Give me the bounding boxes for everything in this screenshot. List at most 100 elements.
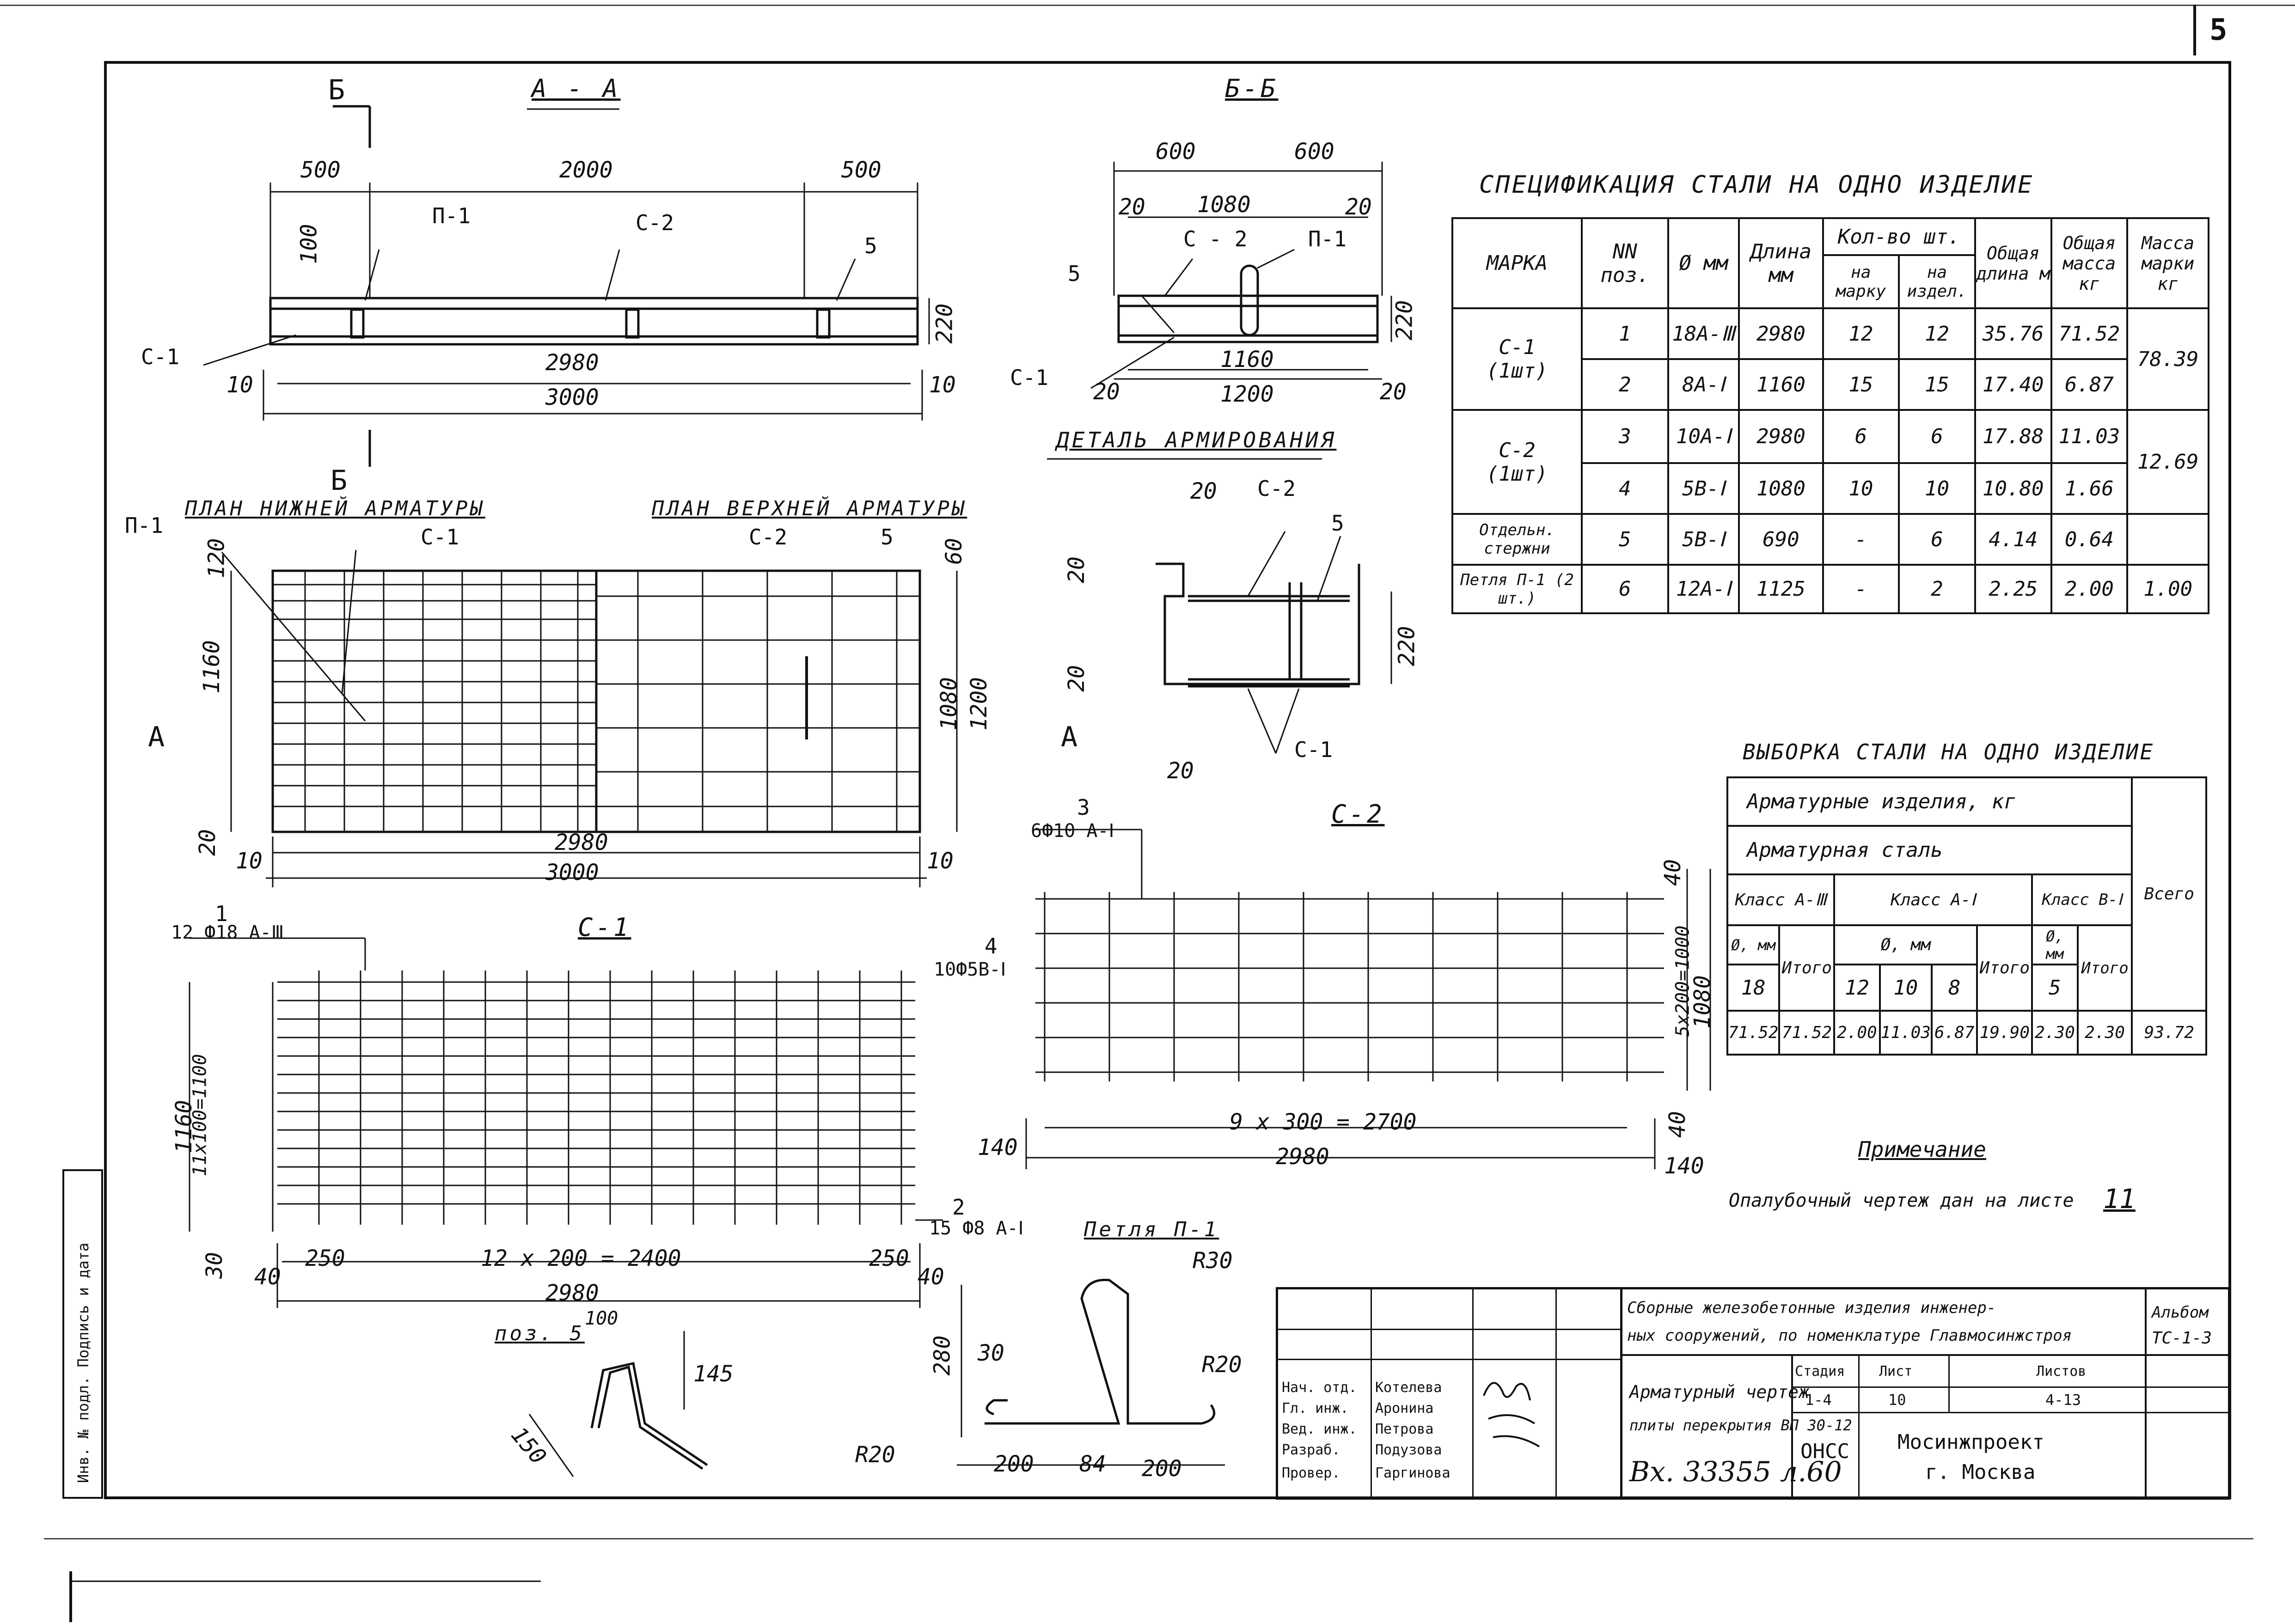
aa-label-5: 5 [864,233,877,258]
spec-h-total-len: Общая длина м [1974,217,2052,309]
spec-h-mark: МАРКА [1451,217,1583,309]
spec-cell: 1125 [1738,564,1824,614]
spec-mark-separate: Отдельн. стержни [1451,513,1583,566]
spec-h-total-mass: Общая масса кг [2050,217,2129,309]
spec-cell: 2980 [1738,307,1824,360]
bb-dim-bottom-inner: 1160 [1220,347,1274,372]
sel-cls3: Класс А-Ⅲ [1726,873,1836,926]
bb-dim-half-left: 600 [1156,139,1196,165]
sel-dia: 5 [2031,964,2079,1012]
detail-dim-height: 220 [1394,626,1420,666]
spec-cell: 690 [1738,513,1824,566]
sel-d3: Ø, мм [1726,924,1781,965]
stamp-grid-col [1555,1289,1557,1497]
spec-h-mark-mass: Масса марки кг [2126,217,2209,309]
stamp-org: ОНСС [1800,1440,1849,1463]
c1-dim-mid: 12 х 200 = 2400 [481,1245,681,1271]
plan-dim-bottom: 20 [194,829,220,856]
sel-itogo-1: Итого [1976,924,2033,1012]
loop-dim-mid: 84 [1079,1451,1106,1477]
detail-label-5: 5 [1331,511,1344,536]
sel-db: Ø, мм [2031,924,2079,965]
sel-value: 71.52 [1726,1010,1781,1056]
spec-cell: 4 [1580,462,1669,515]
stamp-stage: 1-4 [1805,1391,1832,1409]
c2-dim-height: 1080 [1689,975,1715,1029]
spec-mark-c2: С-2(1шт) [1451,409,1583,515]
bb-label-5: 5 [1068,261,1081,286]
stamp-col [2145,1289,2147,1497]
stamp-line [1791,1412,2228,1413]
detail-label-c1: С-1 [1294,737,1333,762]
detail-dim-left-bottom: 20 [1063,665,1089,692]
c2-title: С-2 [1331,800,1385,829]
spec-mark-c1: С-1(1шт) [1451,307,1583,411]
stamp-role: Разраб. [1282,1442,1340,1458]
bb-label-p1: П-1 [1308,226,1347,251]
plan-dim-inner: 2980 [555,830,608,855]
plan-top-title: ПЛАН ВЕРХНЕЙ АРМАТУРЫ [652,497,967,520]
c1-dim-total: 2980 [545,1280,599,1306]
loop-dim-r-left: R20 [855,1442,895,1468]
spec-mark-loop: Петля П-1 (2 шт.) [1451,564,1583,614]
stamp-title-1: Сборные железобетонные изделия инженер- [1627,1299,1996,1317]
aa-dim-inner: 2980 [545,350,599,376]
stamp-name: Гаргинова [1375,1465,1450,1481]
stamp-line [1620,1354,2228,1356]
cut-mark-a-right: А [1061,721,1078,753]
sel-dia: 12 [1833,964,1881,1012]
spec-cell: 1080 [1738,462,1824,515]
loop-dim-radius: R30 [1193,1248,1233,1274]
bb-dim-half-right: 600 [1294,139,1334,165]
bb-dim-inner: 1080 [1197,192,1251,218]
bb-label-c2: С - 2 [1183,226,1248,251]
spec-h-qty-item: на издел. [1898,254,1976,309]
spec-cell: 1.66 [2050,462,2129,515]
stamp-role: Гл. инж. [1282,1400,1349,1416]
c1-pos2-spec: 15 Ф8 А-Ⅰ [929,1218,1024,1239]
spec-cell: 15 [1898,358,1976,411]
stamp-role: Провер. [1282,1465,1340,1481]
loop-dim-left: 200 [994,1451,1034,1477]
stamp-album: Альбом [2152,1303,2209,1322]
stamp-company: Мосинжпроект [1897,1430,2044,1454]
table-row: 2 8А-Ⅰ 1160 15 15 17.40 6.87 [1452,358,2209,411]
stamp-drawing: Арматурный чертеж [1629,1382,1809,1402]
pos5-title: поз. 5 [495,1322,585,1345]
c1-dim-end-right: 40 [918,1264,944,1290]
aa-label-p1: П-1 [432,203,471,228]
frame-top-rule [0,5,2295,6]
spec-cell: 18А-Ⅲ [1667,307,1740,360]
aa-dim-height: 220 [931,303,958,344]
title-block: Нач. отд. Гл. инж. Вед. инж. Разраб. Про… [1276,1287,2230,1500]
bb-dim-bottom-edge-left: 20 [1093,379,1120,405]
c1-pos1-spec: 12 Ф18 А-Ⅲ [171,922,284,943]
spec-cell: 1160 [1738,358,1824,411]
spec-cell: 71.52 [2050,307,2129,360]
c2-mesh [1025,829,1711,1169]
c1-pos1: 1 [215,901,228,926]
stamp-name: Подузова [1375,1442,1442,1458]
detail-dim-bottom: 20 [1167,758,1194,784]
sel-value: 2.00 [1833,1010,1881,1056]
spec-table: МАРКА NN поз. Ø мм Длина мм Кол-во шт. О… [1451,217,2209,614]
sel-dia: 8 [1930,964,1978,1012]
c1-mesh [189,937,943,1308]
c2-pos4: 4 [985,934,998,959]
section-aa [203,105,930,467]
c1-dim-end-left: 40 [254,1264,281,1290]
pos5-shape [528,1331,708,1477]
stamp-col [1858,1354,1860,1497]
spec-cell [2126,513,2209,566]
spec-h-qty: Кол-во шт. [1822,217,1976,256]
plan-dim-end-right: 10 [927,848,954,874]
table-row: 4 5В-Ⅰ 1080 10 10 10.80 1.66 [1452,462,2209,515]
sel-total-h: Всего [2131,776,2207,1012]
c2-dim-bottom: 40 [1664,1111,1690,1138]
spec-cell: 8А-Ⅰ [1667,358,1740,411]
sheet-number-box [2193,5,2196,55]
spec-cell: 1.00 [2126,564,2209,614]
stamp-name: Котелева [1375,1380,1442,1396]
aa-label-c1: С-1 [141,344,180,369]
c1-pos2: 2 [952,1195,965,1220]
